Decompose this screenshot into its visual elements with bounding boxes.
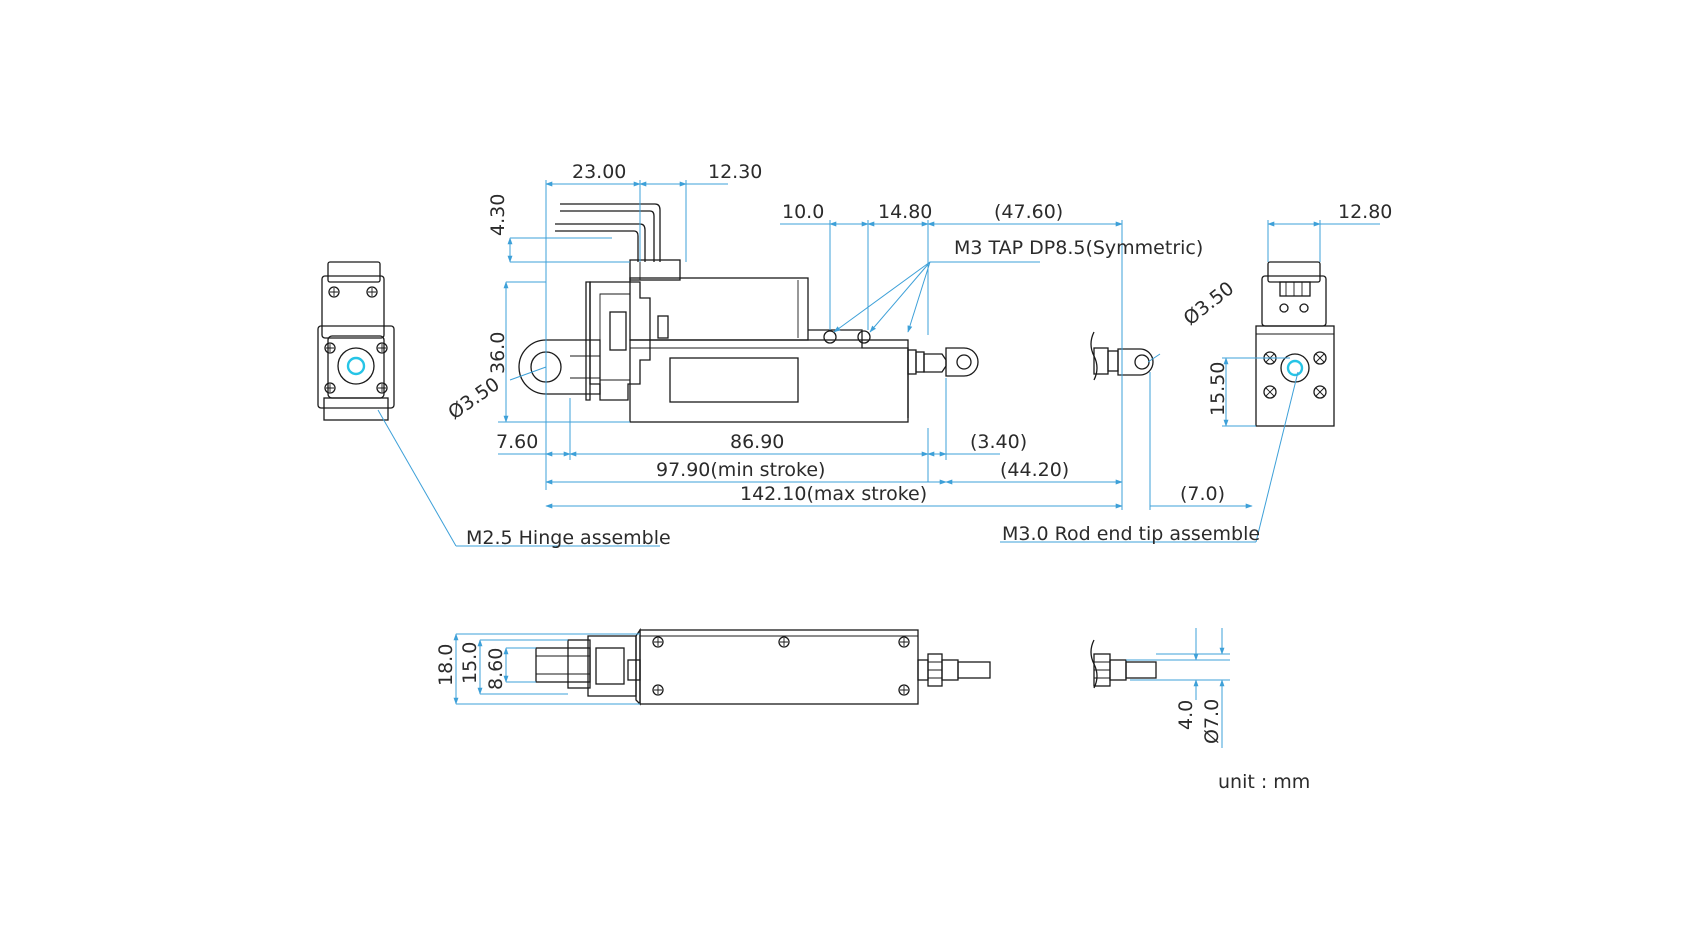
note-m3-tap: M3 TAP DP8.5(Symmetric) (954, 237, 1203, 259)
dim-15-0: 15.0 (459, 642, 481, 684)
dim-86-90: 86.90 (730, 431, 784, 453)
right-end-view (1255, 261, 1335, 427)
dim-4-30: 4.30 (487, 194, 509, 236)
dim-7-0: (7.0) (1180, 483, 1225, 505)
dim-47-60: (47.60) (994, 201, 1063, 223)
dim-dia-3-50-right: Ø3.50 (1180, 277, 1239, 330)
left-end-view (317, 261, 395, 421)
note-rod-end: M3.0 Rod end tip assemble (1002, 523, 1260, 545)
dim-18-0: 18.0 (435, 644, 457, 686)
dim-dia-7-0: Ø7.0 (1201, 699, 1223, 744)
rod-end-highlight (1286, 359, 1304, 377)
dim-7-60: 7.60 (496, 431, 538, 453)
dim-14-80: 14.80 (878, 201, 932, 223)
dim-12-80: 12.80 (1338, 201, 1392, 223)
note-unit: unit : mm (1218, 771, 1310, 793)
dim-142-10: 142.10(max stroke) (740, 483, 927, 505)
dim-4-0: 4.0 (1175, 700, 1197, 730)
rod-end-detail-side (1090, 331, 1154, 381)
dim-10-0: 10.0 (782, 201, 824, 223)
hinge-pin-highlight (346, 356, 366, 376)
top-view (535, 627, 991, 706)
main-side-view (518, 203, 979, 423)
dim-36-0: 36.0 (487, 332, 509, 374)
dim-8-60: 8.60 (485, 648, 507, 690)
dim-15-50: 15.50 (1207, 362, 1229, 416)
dim-12-30: 12.30 (708, 161, 762, 183)
note-hinge: M2.5 Hinge assemble (466, 527, 671, 549)
dimension-labels: 23.00 12.30 4.30 10.0 14.80 (47.60) M3 T… (435, 161, 1392, 793)
dim-23-00: 23.00 (572, 161, 626, 183)
dim-dia-3-50-left: Ø3.50 (444, 373, 504, 424)
dim-44-20: (44.20) (1000, 459, 1069, 481)
rod-end-detail-top (1090, 639, 1157, 689)
dim-3-40: (3.40) (970, 431, 1027, 453)
dim-97-90: 97.90(min stroke) (656, 459, 825, 481)
dimension-lines (377, 180, 1380, 748)
